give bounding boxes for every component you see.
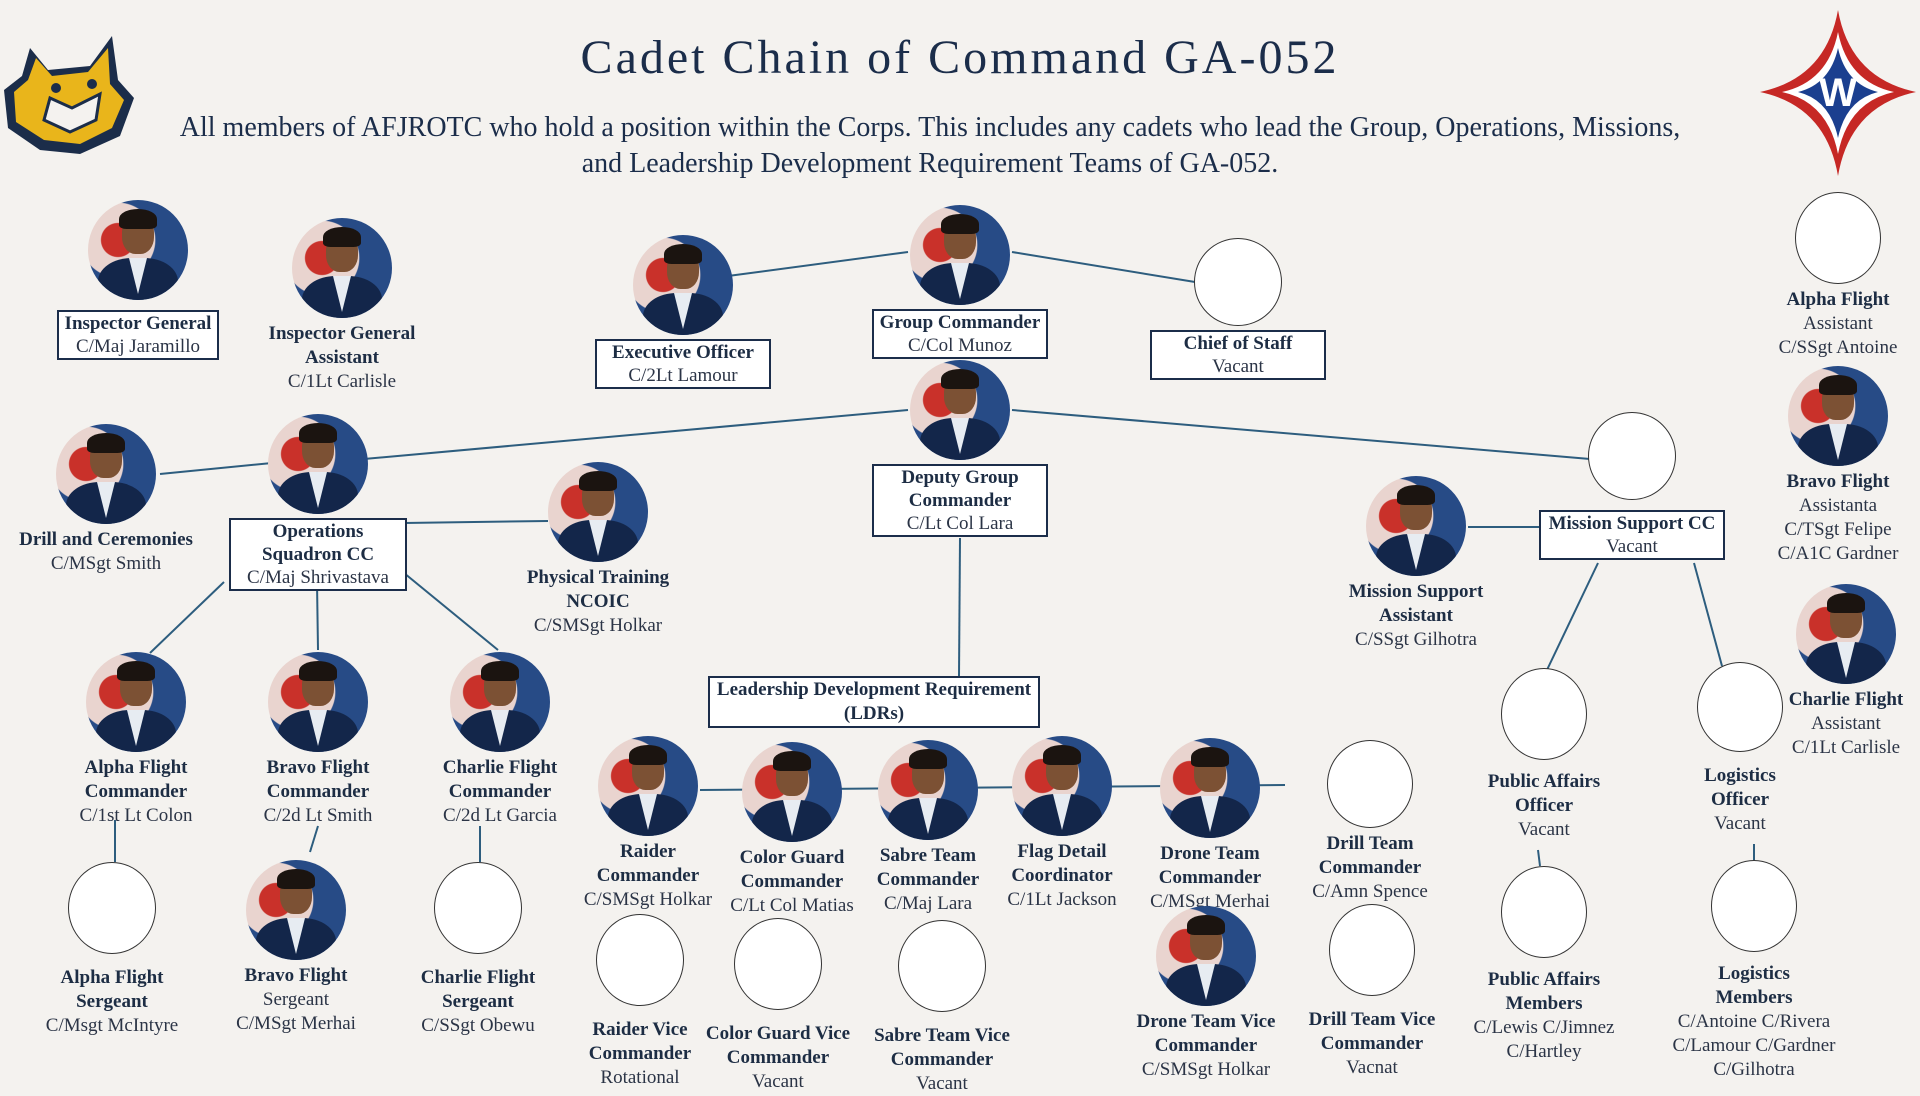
node-group-commander: Group Commander C/Col Munoz	[840, 205, 1080, 359]
cadet-photo	[598, 736, 698, 836]
node-pt-ncoic: Physical Training NCOIC C/SMSgt Holkar	[478, 462, 718, 638]
vacant-photo-circle	[68, 862, 156, 954]
node-drone-team-commander: Drone Team Commander C/MSgt Merhai	[1090, 738, 1330, 914]
line-dgc-ops	[363, 409, 909, 460]
vacant-photo-circle	[1327, 740, 1413, 828]
node-sabre-team-commander: Sabre Team Commander C/Maj Lara	[808, 740, 1048, 916]
node-logistics-officer: Logistics Officer Vacant	[1620, 662, 1860, 836]
cadet-photo	[910, 205, 1010, 305]
cadet-photo	[56, 424, 156, 524]
vacant-photo-circle	[1711, 860, 1797, 952]
node-logistics-members: Logistics Members C/Antoine C/Rivera C/L…	[1634, 860, 1874, 1082]
vacant-photo-circle	[1588, 412, 1676, 500]
node-color-guard-commander: Color Guard Commander C/Lt Col Matias	[672, 742, 912, 918]
node-color-guard-vice-commander: Color Guard Vice Commander Vacant	[658, 918, 898, 1094]
node-ldr-box: Leadership Development Requirement (LDRs…	[708, 676, 1040, 728]
node-ig-assistant: Inspector General Assistant C/1Lt Carlis…	[222, 218, 462, 394]
node-executive-officer: Executive Officer C/2Lt Lamour	[563, 235, 803, 389]
node-drone-team-vice-commander: Drone Team Vice Commander C/SMSgt Holkar	[1086, 906, 1326, 1082]
node-drill-ceremonies: Drill and Ceremonies C/MSgt Smith	[0, 424, 226, 576]
node-raider-vice-commander: Raider Vice Commander Rotational	[520, 914, 760, 1090]
cadet-photo	[88, 200, 188, 300]
line-gc-xo	[727, 251, 909, 277]
cadet-photo	[878, 740, 978, 840]
node-charlie-flight-assistant: Charlie Flight Assistant C/1Lt Carlisle	[1726, 584, 1920, 760]
cadet-photo	[1156, 906, 1256, 1006]
wildcat-mascot-icon	[4, 36, 134, 154]
vacant-photo-circle	[1194, 238, 1282, 326]
line-ops-bravo	[316, 581, 319, 651]
node-public-affairs-officer: Public Affairs Officer Vacant	[1424, 668, 1664, 842]
vacant-photo-circle	[734, 918, 822, 1010]
node-label-box: Inspector General C/Maj Jaramillo	[56, 310, 220, 360]
vacant-photo-circle	[434, 862, 522, 954]
line-dgc-ldr	[958, 537, 961, 677]
node-alpha-flight-commander: Alpha Flight Commander C/1st Lt Colon	[16, 652, 256, 828]
w-diamond-emblem-icon: W	[1760, 10, 1916, 176]
node-flag-detail-coordinator: Flag Detail Coordinator C/1Lt Jackson	[942, 736, 1182, 912]
cadet-photo	[450, 652, 550, 752]
cadet-photo	[1788, 366, 1888, 466]
vacant-photo-circle	[898, 920, 986, 1012]
cadet-photo	[633, 235, 733, 335]
node-drill-team-vice-commander: Drill Team Vice Commander Vacnat	[1252, 904, 1492, 1080]
line-bravo-sgt	[309, 825, 319, 853]
line-dgc-ms	[1011, 409, 1591, 460]
line-pa-members	[1537, 849, 1541, 867]
node-charlie-flight-sergeant: Charlie Flight Sergeant C/SSgt Obewu	[358, 862, 598, 1038]
node-bravo-flight-sergeant: Bravo Flight Sergeant C/MSgt Merhai	[176, 860, 416, 1036]
emblem-letter: W	[1819, 71, 1857, 115]
cadet-photo	[1160, 738, 1260, 838]
node-sabre-team-vice-commander: Sabre Team Vice Commander Vacant	[822, 920, 1062, 1096]
node-label-box: Operations Squadron CC C/Maj Shrivastava	[229, 518, 407, 591]
node-label-box: Deputy Group Commander C/Lt Col Lara	[872, 464, 1048, 537]
node-label-box: Executive Officer C/2Lt Lamour	[595, 339, 771, 389]
vacant-photo-circle	[596, 914, 684, 1006]
node-label-box: Group Commander C/Col Munoz	[871, 309, 1049, 359]
vacant-photo-circle	[1329, 904, 1415, 996]
vacant-photo-circle	[1501, 668, 1587, 760]
line-ops-drill	[159, 462, 273, 475]
cadet-photo	[292, 218, 392, 318]
line-ops-charlie	[403, 572, 499, 651]
node-drill-team-commander: Drill Team Commander C/Amn Spence	[1250, 740, 1490, 904]
cadet-photo	[268, 414, 368, 514]
node-inspector-general: Inspector General C/Maj Jaramillo	[18, 200, 258, 360]
node-bravo-flight-assistant: Bravo Flight Assistanta C/TSgt Felipe C/…	[1718, 366, 1920, 566]
node-alpha-flight-sergeant: Alpha Flight Sergeant C/Msgt McIntyre	[0, 862, 232, 1038]
cadet-photo	[246, 860, 346, 960]
cadet-photo	[910, 360, 1010, 460]
node-label-box: Mission Support CC Vacant	[1539, 510, 1725, 560]
line-mscc-pa	[1545, 562, 1599, 673]
cadet-photo	[548, 462, 648, 562]
vacant-photo-circle	[1795, 192, 1881, 284]
line-ops-pt	[403, 520, 549, 524]
node-raider-commander: Raider Commander C/SMSgt Holkar	[528, 736, 768, 912]
node-bravo-flight-commander: Bravo Flight Commander C/2d Lt Smith	[198, 652, 438, 828]
node-label-box: Chief of Staff Vacant	[1150, 330, 1326, 380]
cadet-photo	[1366, 476, 1466, 576]
cadet-photo	[742, 742, 842, 842]
node-deputy-group-commander: Deputy Group Commander C/Lt Col Lara	[840, 360, 1080, 537]
cadet-photo	[1796, 584, 1896, 684]
cadet-photo	[86, 652, 186, 752]
vacant-photo-circle	[1697, 662, 1783, 752]
node-chief-of-staff: Chief of Staff Vacant	[1118, 238, 1358, 380]
node-mission-support-assistant: Mission Support Assistant C/SSgt Gilhotr…	[1296, 476, 1536, 652]
node-mission-support-cc: Mission Support CC Vacant	[1512, 412, 1752, 560]
line-gc-cos	[1011, 251, 1196, 283]
cadet-photo	[268, 652, 368, 752]
page-title: Cadet Chain of Command GA-052	[580, 31, 1340, 84]
node-alpha-flight-assistant: Alpha Flight Assistant C/SSgt Antoine	[1718, 192, 1920, 360]
cadet-photo	[1012, 736, 1112, 836]
node-charlie-flight-commander: Charlie Flight Commander C/2d Lt Garcia	[380, 652, 620, 828]
line-ops-alpha	[149, 581, 225, 654]
page-subtitle: All members of AFJROTC who hold a positi…	[179, 112, 1681, 179]
node-ops-squadron-cc: Operations Squadron CC C/Maj Shrivastava	[198, 414, 438, 591]
line-mscc-log	[1693, 562, 1723, 667]
vacant-photo-circle	[1501, 866, 1587, 958]
node-public-affairs-members: Public Affairs Members C/Lewis C/Jimnez …	[1424, 866, 1664, 1064]
